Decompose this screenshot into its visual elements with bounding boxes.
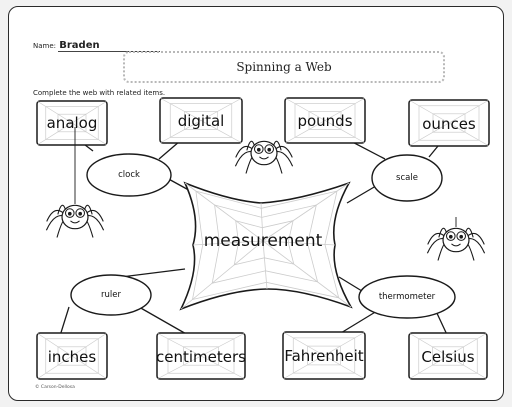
box-label-celsius: Celsius [421, 348, 475, 366]
web-ring [233, 220, 295, 266]
oval-clock [86, 153, 172, 197]
oval-shapes [70, 153, 456, 319]
oval-label-scale: scale [396, 173, 418, 183]
box-ounces [408, 99, 490, 147]
oval-label-ruler: ruler [101, 290, 121, 300]
spider-illustrations [45, 127, 486, 261]
box-inches [36, 332, 108, 380]
oval-thermometer [358, 275, 456, 319]
box-label-fahrenheit: Fahrenheit [284, 347, 364, 365]
oval-ruler [70, 274, 152, 316]
box-label-inches: inches [47, 348, 97, 366]
box-shapes [36, 97, 490, 380]
instructions: Complete the web with related items. [33, 89, 166, 97]
copyright-note: © Carson-Dellosa [35, 385, 75, 390]
box-label-centimeters: centimeters [156, 348, 246, 366]
web-thread [262, 240, 268, 290]
title-banner: Spinning a Web [123, 51, 445, 83]
center-label: measurement [203, 231, 323, 251]
center-web [179, 181, 353, 311]
box-label-analog: analog [46, 114, 98, 132]
oval-label-thermometer: thermometer [378, 292, 436, 302]
web-ring [211, 204, 319, 284]
connector-line [120, 268, 186, 278]
oval-scale [371, 154, 443, 202]
web-diagram [36, 97, 490, 380]
name-label: Name: [33, 42, 57, 50]
box-label-digital: digital [177, 112, 225, 130]
box-digital [159, 97, 243, 144]
web-thread [262, 182, 350, 242]
box-pounds [284, 97, 366, 144]
page-title: Spinning a Web [236, 60, 332, 74]
name-value: Braden [58, 40, 160, 52]
box-centimeters [156, 332, 246, 380]
web-thread [262, 240, 352, 308]
worksheet: Name: Braden Spinning a Web Complete the… [8, 6, 504, 401]
spider-icon [45, 127, 105, 238]
box-celsius [408, 332, 488, 380]
spider-icon [234, 140, 294, 174]
box-fahrenheit [282, 331, 366, 380]
web-thread [260, 202, 264, 242]
name-field: Name: Braden [33, 40, 160, 52]
web-ring [191, 190, 340, 301]
oval-label-clock: clock [118, 170, 140, 180]
web-thread [180, 240, 264, 310]
web-thread [184, 182, 264, 242]
box-label-pounds: pounds [297, 112, 353, 130]
web-thread [192, 240, 264, 246]
spider-icon [426, 217, 486, 261]
box-analog [36, 100, 108, 146]
box-label-ounces: ounces [422, 115, 476, 133]
web-thread [262, 240, 336, 246]
